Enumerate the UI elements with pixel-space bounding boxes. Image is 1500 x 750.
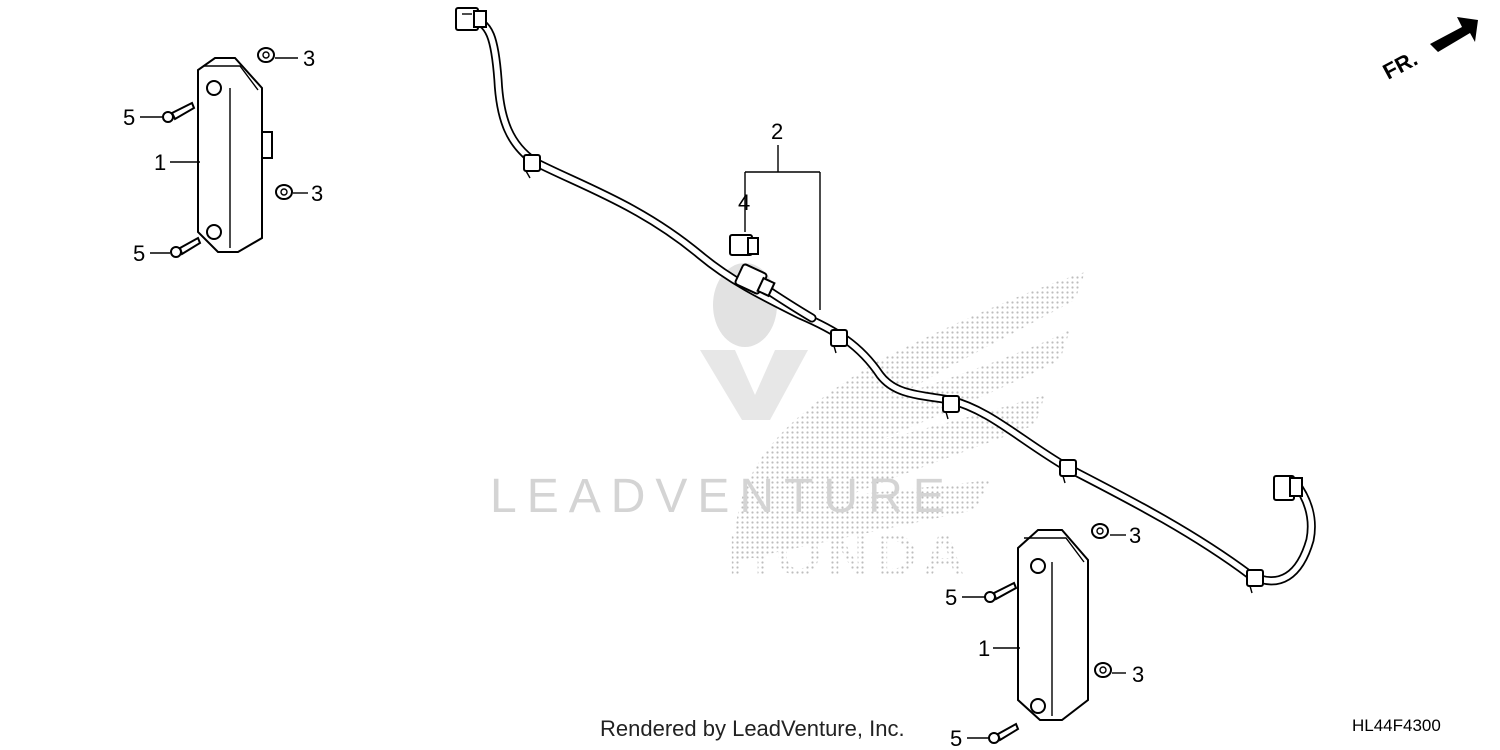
nut-3-top-upper	[257, 47, 275, 63]
harness-branch-connector	[734, 263, 776, 298]
callout-3-top-lower: 3	[311, 181, 323, 206]
harness-clip	[830, 329, 848, 354]
harness-clip	[523, 154, 541, 179]
callout-5-top-upper: 5	[123, 105, 135, 130]
front-arrow-icon	[1430, 17, 1478, 52]
reflector-lower-right	[1017, 529, 1089, 721]
callout-3-top-upper: 3	[303, 46, 315, 71]
callouts: 1 1 2 3 3 3 3 4 5 5 5 5	[123, 46, 1144, 750]
callout-5-top-lower: 5	[133, 241, 145, 266]
connector-part-4	[729, 234, 759, 256]
watermark-maker: HONDA	[728, 523, 971, 588]
screw-5-top-upper	[162, 101, 196, 123]
nut-3-top-lower	[275, 184, 293, 200]
callout-3-bottom-upper: 3	[1129, 523, 1141, 548]
watermark: LEADVENTURE HONDA	[490, 263, 1085, 588]
watermark-lv-logo	[700, 350, 808, 420]
nut-3-bottom-upper	[1091, 523, 1109, 539]
harness-clip	[1059, 459, 1077, 484]
reflector-upper-left	[197, 57, 273, 253]
wire-harness	[455, 7, 1316, 594]
screw-5-top-lower	[170, 236, 202, 258]
rendered-by-credit: Rendered by LeadVenture, Inc.	[600, 716, 905, 741]
callout-5-bottom-upper: 5	[945, 585, 957, 610]
watermark-brand: LEADVENTURE	[490, 470, 955, 523]
screw-5-bottom-upper	[984, 581, 1018, 603]
diagram-code: HL44F4300	[1352, 716, 1441, 735]
callout-3-bottom-lower: 3	[1132, 662, 1144, 687]
front-direction-indicator: FR.	[1379, 17, 1478, 84]
callout-4: 4	[738, 190, 750, 215]
harness-clip	[942, 395, 960, 420]
screw-5-bottom-lower	[988, 722, 1020, 744]
callout-2: 2	[771, 119, 783, 144]
harness-clip	[1246, 569, 1264, 594]
callout-5-bottom-lower: 5	[950, 726, 962, 750]
watermark-wing	[734, 272, 1085, 560]
nut-3-bottom-lower	[1094, 662, 1112, 678]
front-label: FR.	[1379, 46, 1422, 85]
harness-connector-right	[1273, 475, 1303, 501]
callout-1-upper: 1	[154, 150, 166, 175]
callout-1-lower: 1	[978, 636, 990, 661]
harness-connector-top	[455, 7, 487, 31]
leader-lines	[140, 57, 1126, 739]
